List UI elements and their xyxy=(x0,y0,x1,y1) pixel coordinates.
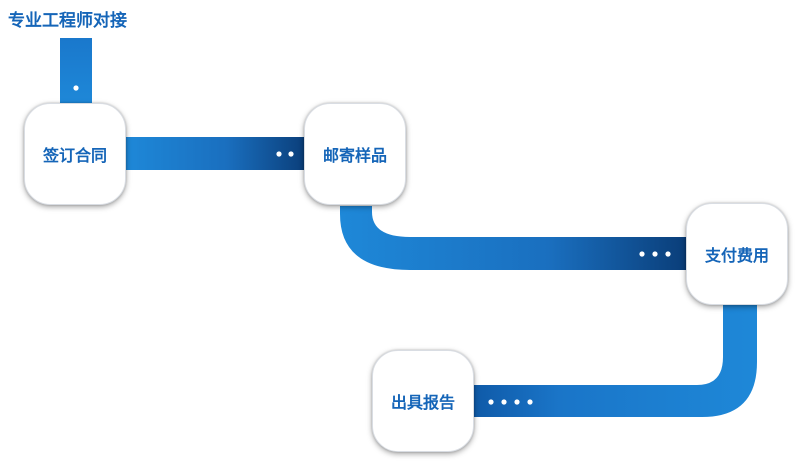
diagram-title: 专业工程师对接 xyxy=(8,11,127,31)
pipe-dot xyxy=(639,251,645,257)
step-label: 邮寄样品 xyxy=(322,146,387,165)
step-issue-report: 出具报告 xyxy=(372,350,474,452)
pipe-3 xyxy=(474,304,757,417)
pipe-dot xyxy=(488,399,494,405)
pipe-dot xyxy=(288,151,294,157)
step-pay-fee: 支付费用 xyxy=(686,203,788,305)
step-label: 出具报告 xyxy=(390,393,455,412)
step-label: 支付费用 xyxy=(704,246,769,265)
step-label: 签订合同 xyxy=(42,146,107,165)
step-sign-contract: 签订合同 xyxy=(24,103,126,205)
pipe-top xyxy=(60,38,92,104)
pipe-dot xyxy=(527,399,533,405)
pipe-dot xyxy=(514,399,520,405)
pipe-2 xyxy=(340,206,688,270)
pipe-dot xyxy=(501,399,507,405)
pipe-dot xyxy=(73,85,79,91)
step-mail-sample: 邮寄样品 xyxy=(304,103,406,205)
pipe-dot xyxy=(652,251,658,257)
pipe-dot xyxy=(276,151,282,157)
pipe-dot xyxy=(665,251,671,257)
